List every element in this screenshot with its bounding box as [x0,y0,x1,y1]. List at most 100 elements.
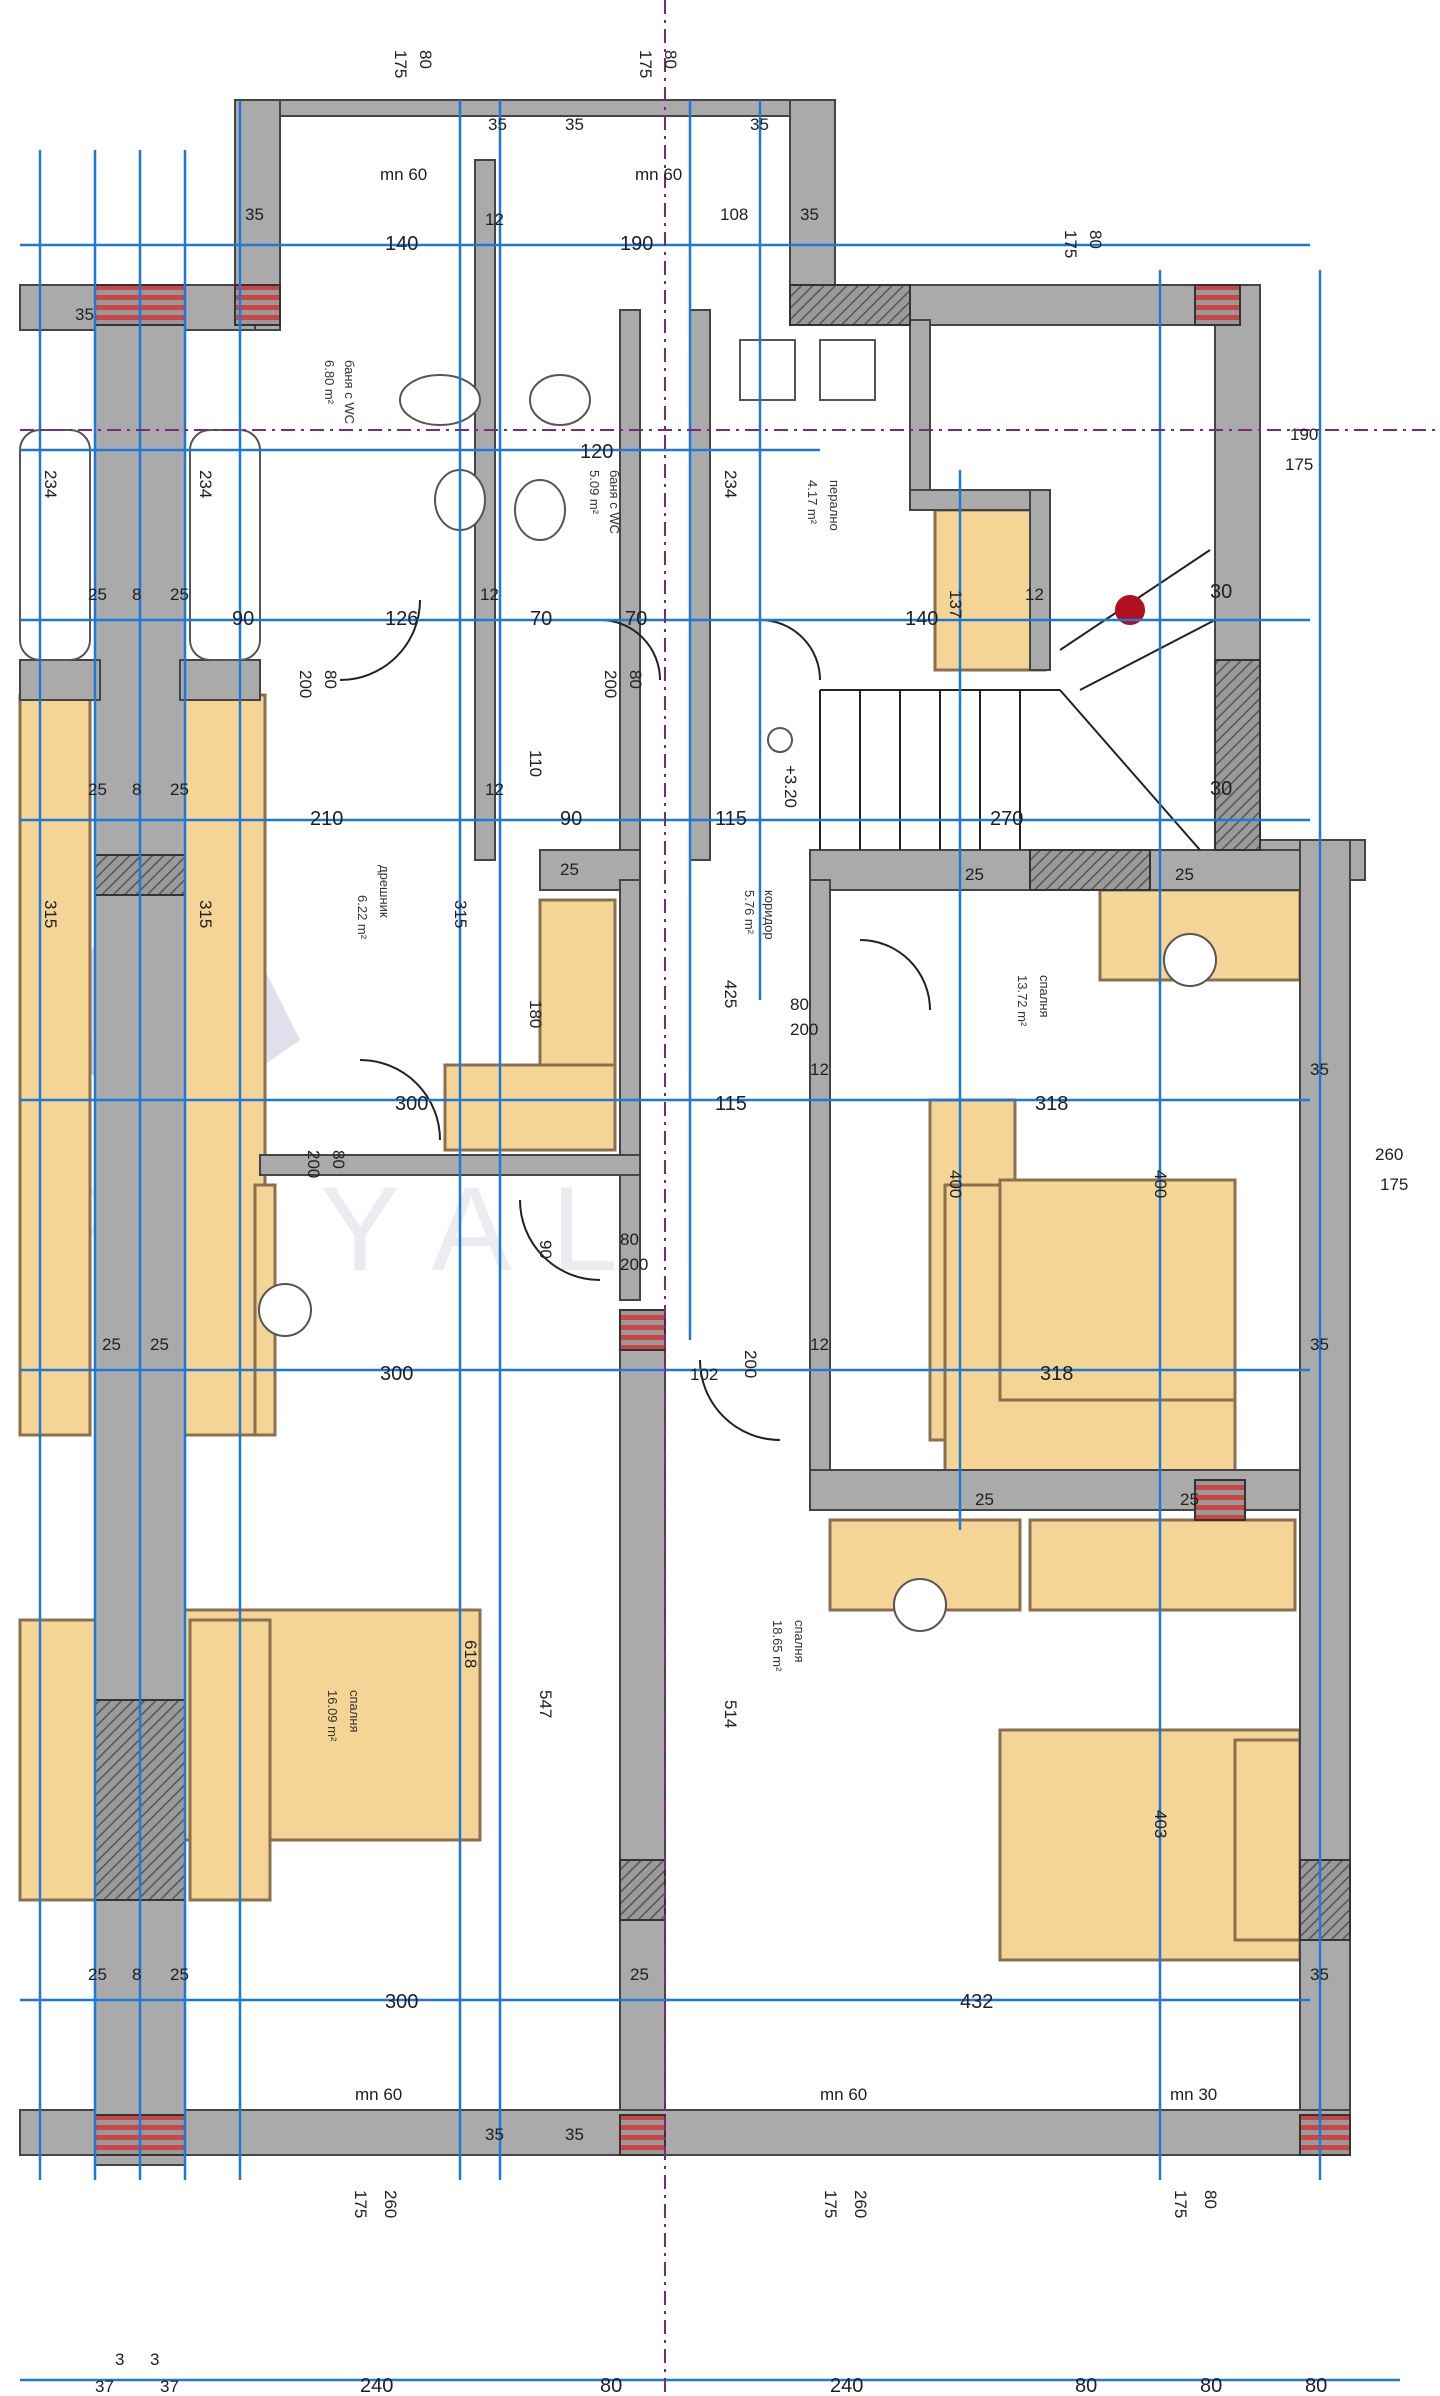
dim-label: 70 [625,608,647,630]
dim-label: 80 [321,670,340,689]
dim-label: 12 [810,1335,829,1354]
dim-label: 35 [565,2125,584,2144]
dim-label: mn 60 [820,2085,867,2104]
room-name: баня с WC [607,470,622,534]
dim-label: 8 [132,1965,141,1984]
dim-label: 80 [600,2375,622,2396]
dim-label: 260 [1375,1145,1403,1164]
dim-label: 90 [560,808,582,830]
dim-label: 175 [1061,230,1080,258]
dim-label: 35 [1310,1335,1329,1354]
dim-label: 115 [715,1093,747,1115]
dim-label: 300 [380,1363,413,1385]
dim-label: 260 [381,2190,400,2218]
dim-label: 175 [636,50,655,78]
toilet-icon [514,479,566,541]
dim-label: 70 [530,608,552,630]
dim-label: 3 [115,2350,124,2369]
dim-label: 200 [741,1350,760,1378]
dim-label: 30 [1210,778,1232,800]
sink-icon [529,374,591,426]
dim-label: 102 [690,1365,718,1384]
dim-label: 300 [385,1991,418,2013]
dim-label: 315 [41,900,60,928]
dim-label: 25 [102,1335,121,1354]
dim-label: 175 [391,50,410,78]
dim-label: 30 [1210,581,1232,603]
washer-icon [739,339,796,401]
dim-label: 12 [480,585,499,604]
dim-label: 37 [95,2377,114,2396]
dim-label: 190 [1290,425,1318,444]
room-area: 6.80 m² [322,360,337,405]
axis-lines [20,0,1440,2396]
dim-label: 8 [132,585,141,604]
dim-label: 80 [661,50,680,69]
dim-label: 200 [296,670,315,698]
dim-label: 80 [620,1230,639,1249]
dim-label: 318 [1040,1363,1073,1385]
dim-label: 25 [560,860,579,879]
dim-label: 25 [170,1965,189,1984]
dim-label: 25 [88,1965,107,1984]
fixtures [19,339,1217,1632]
dim-label: 270 [990,808,1023,830]
stair-marker-icon [1115,595,1145,625]
dim-label: 12 [485,780,504,799]
dim-label: 200 [304,1150,323,1178]
dim-label: 12 [485,210,504,229]
dim-label: 315 [196,900,215,928]
dim-label: 110 [526,750,545,777]
dim-label: 234 [196,470,215,498]
dryer-icon [819,339,876,401]
dim-label: 25 [1180,1490,1199,1509]
dim-label: 108 [720,205,748,224]
chair-icon [258,1283,312,1337]
dim-label: 80 [1200,2375,1222,2396]
dim-label: 175 [351,2190,370,2218]
dim-label: 25 [88,585,107,604]
dim-label: 80 [416,50,435,69]
dim-label: 90 [536,1240,555,1259]
dim-label: 12 [810,1060,829,1079]
dim-label: 400 [946,1170,965,1198]
dim-label: 175 [1380,1175,1408,1194]
dim-label: 260 [851,2190,870,2218]
dim-label: 318 [1035,1093,1068,1115]
dim-label: 514 [721,1700,740,1728]
dim-label: 35 [75,305,94,324]
dim-label: 425 [721,980,740,1008]
dim-label: 115 [715,808,747,830]
dim-label: 140 [385,233,418,255]
room-area: 6.22 m² [355,895,370,940]
dim-label: 90 [232,608,254,630]
dimension-labels: 175 80 175 80 175 80 mn 60 mn 60 35 35 3… [41,50,1408,2396]
dim-label: 25 [88,780,107,799]
dim-label: 12 [1025,585,1044,604]
dim-label: mn 60 [635,165,682,184]
dim-label: 190 [620,233,653,255]
dim-label: 35 [245,205,264,224]
chair-icon [1163,933,1217,987]
dim-label: 234 [41,470,60,498]
room-labels: баня с WC 6.80 m² баня с WC 5.09 m² пера… [322,360,1052,1742]
dim-label: 240 [360,2375,393,2396]
dim-label: 180 [526,1000,545,1028]
room-name: дрешник [377,865,392,918]
dim-label: 35 [800,205,819,224]
dim-label: 126 [385,608,418,630]
room-name: спалня [347,1690,362,1733]
dim-label: 547 [536,1690,555,1718]
dim-label: 25 [630,1965,649,1984]
dim-label: 35 [565,115,584,134]
dim-label: 432 [960,1991,993,2013]
dim-label: 80 [1201,2190,1220,2209]
dim-label: 3 [150,2350,159,2369]
dim-label: 35 [1310,1060,1329,1079]
dim-label: 25 [150,1335,169,1354]
dim-label: 315 [451,900,470,928]
room-area: 16.09 m² [325,1690,340,1742]
room-area: 4.17 m² [805,480,820,525]
dim-label: 137 [946,590,965,618]
drain-icon [767,727,793,753]
